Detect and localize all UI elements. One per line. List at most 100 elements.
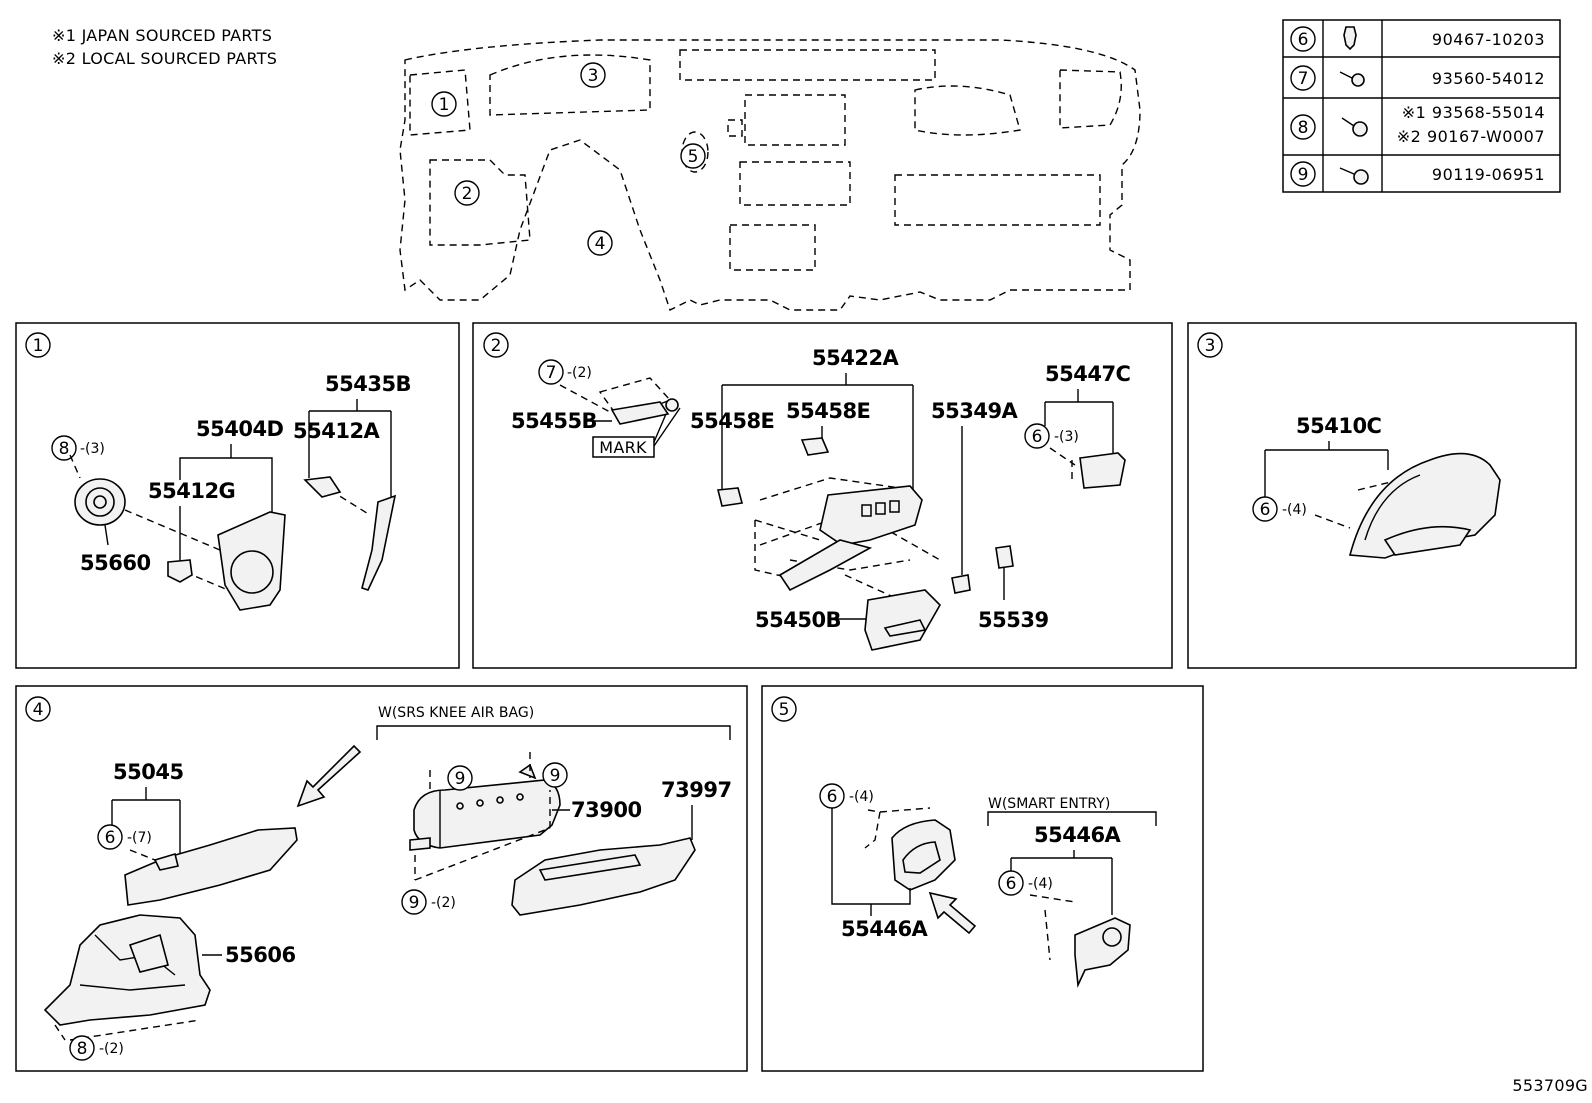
- svg-text:3: 3: [588, 66, 599, 86]
- svg-text:1: 1: [439, 95, 450, 115]
- note-local-sourced: ※2 LOCAL SOURCED PARTS: [52, 49, 277, 68]
- fastener-6-qty: -(7): [127, 830, 152, 846]
- fastener-6-callout-b: 6: [1006, 874, 1017, 894]
- table-ref-6: 6: [1298, 30, 1309, 50]
- panel-1: 1 55435B 55404D 55412A 55412G 8 -(3) 556…: [15, 322, 460, 669]
- panel-4-number: 4: [33, 700, 44, 720]
- clip-55412G: [167, 559, 193, 583]
- lower-bezel: [778, 539, 873, 592]
- bolt-icon: [1339, 167, 1369, 185]
- mark-label: MARK: [599, 438, 647, 457]
- clip-55539: [995, 545, 1014, 569]
- mark-box: [592, 436, 655, 458]
- part-55446A-right: 55446A: [1034, 823, 1122, 847]
- table-part-6: 90467-10203: [1432, 30, 1545, 49]
- direction-arrow: [928, 891, 977, 935]
- fastener-7-callout: 7: [546, 363, 557, 383]
- garnish-strip: [361, 494, 397, 591]
- svg-text:5: 5: [688, 147, 699, 167]
- fastener-8-qty: -(3): [80, 441, 105, 457]
- diagram-code: 553709G: [1512, 1076, 1588, 1095]
- table-ref-8: 8: [1298, 118, 1309, 138]
- part-55446A-left: 55446A: [841, 917, 929, 941]
- fastener-6-callout-a: 6: [827, 787, 838, 807]
- vent-assembly-55660: [74, 478, 126, 546]
- zone-3-marker: 3: [580, 62, 606, 88]
- clip-55412A: [303, 476, 342, 498]
- undercover-55606: [43, 914, 211, 1026]
- part-55606: 55606: [225, 943, 296, 967]
- part-55435B: 55435B: [325, 372, 411, 396]
- zone-1-marker: 1: [431, 91, 457, 117]
- airbag-73900: [409, 763, 561, 851]
- zone-2-marker: 2: [454, 180, 480, 206]
- table-part-8a: ※1 93568-55014: [1402, 103, 1545, 122]
- variant-knee-airbag: W(SRS KNEE AIR BAG): [378, 705, 534, 721]
- table-part-8b: ※2 90167-W0007: [1397, 127, 1545, 146]
- fastener-9-callout-a: 9: [455, 769, 466, 789]
- knee-panel-73997: [511, 837, 696, 916]
- part-55422A: 55422A: [812, 346, 900, 370]
- variant-smart-entry: W(SMART ENTRY): [988, 796, 1110, 812]
- bolt-icon: [1341, 117, 1368, 137]
- panel-3: 3 55410C 6 -(4): [1187, 322, 1577, 669]
- part-55412A: 55412A: [293, 419, 381, 443]
- clip-55458E-right: [800, 437, 830, 456]
- screw-icon: [1339, 71, 1365, 87]
- part-55450B: 55450B: [755, 608, 841, 632]
- fastener-8-qty: -(2): [99, 1041, 124, 1057]
- part-55458E-right: 55458E: [786, 399, 870, 423]
- part-55349A: 55349A: [931, 399, 1019, 423]
- part-55412G: 55412G: [148, 479, 235, 503]
- panel-1-number: 1: [33, 336, 44, 356]
- fastener-9-callout-b: 9: [550, 766, 561, 786]
- fastener-7-qty: -(2): [567, 365, 592, 381]
- part-55660: 55660: [80, 551, 151, 575]
- cover-55447C: [1079, 452, 1126, 489]
- table-part-9: 90119-06951: [1432, 165, 1545, 184]
- panel-5-number: 5: [779, 700, 790, 720]
- part-55458E-left: 55458E: [690, 409, 774, 433]
- fastener-6-qty-a: -(4): [849, 789, 874, 805]
- bezel-55446A-smart: [1074, 917, 1131, 988]
- part-55045: 55045: [113, 760, 184, 784]
- part-55539: 55539: [978, 608, 1049, 632]
- fastener-9-qty: -(2): [431, 895, 456, 911]
- svg-text:4: 4: [595, 234, 606, 254]
- fastener-table: 6 90467-10203 7 93560-54012 8 ※1 93568-5…: [1282, 19, 1561, 193]
- svg-text:2: 2: [462, 184, 473, 204]
- direction-arrow: [296, 744, 362, 808]
- fastener-6-callout: 6: [105, 828, 116, 848]
- panel-5: 5 6 -(4) 55446A W(SMART ENTRY) 55446A 6 …: [761, 685, 1204, 1072]
- fastener-6-callout: 6: [1260, 500, 1271, 520]
- fastener-6-qty: -(3): [1054, 429, 1079, 445]
- dashboard-overview: 1 3 2 5 4: [399, 39, 1141, 311]
- clip-icon: [1343, 26, 1357, 51]
- part-55455B: 55455B: [511, 409, 597, 433]
- clip-55458E-left: [716, 487, 744, 507]
- fastener-8-callout: 8: [59, 439, 70, 459]
- panel-2: 2 7 -(2) 55455B MARK 55458E 55422A 55458…: [472, 322, 1173, 669]
- fastener-9-callout-c: 9: [409, 893, 420, 913]
- fastener-6-callout: 6: [1032, 427, 1043, 447]
- part-73997: 73997: [661, 778, 732, 802]
- table-ref-9: 9: [1298, 165, 1309, 185]
- box-55450B: [864, 589, 941, 651]
- note-japan-sourced: ※1 JAPAN SOURCED PARTS: [52, 26, 272, 45]
- bulb-55349A: [951, 574, 971, 594]
- part-73900: 73900: [571, 798, 642, 822]
- part-55447C: 55447C: [1045, 362, 1131, 386]
- part-55410C: 55410C: [1296, 414, 1382, 438]
- lower-panel-55045: [124, 827, 298, 906]
- panel-2-number: 2: [491, 336, 502, 356]
- table-part-7: 93560-54012: [1432, 69, 1545, 88]
- zone-5-marker: 5: [680, 143, 706, 169]
- panel-3-number: 3: [1205, 336, 1216, 356]
- panel-4: 4 W(SRS KNEE AIR BAG) 55045 6 -(7) 9 9: [15, 685, 748, 1072]
- fastener-6-qty-b: -(4): [1028, 876, 1053, 892]
- fastener-8-callout: 8: [77, 1039, 88, 1059]
- bracket-55455B: [610, 401, 670, 425]
- table-ref-7: 7: [1298, 69, 1309, 89]
